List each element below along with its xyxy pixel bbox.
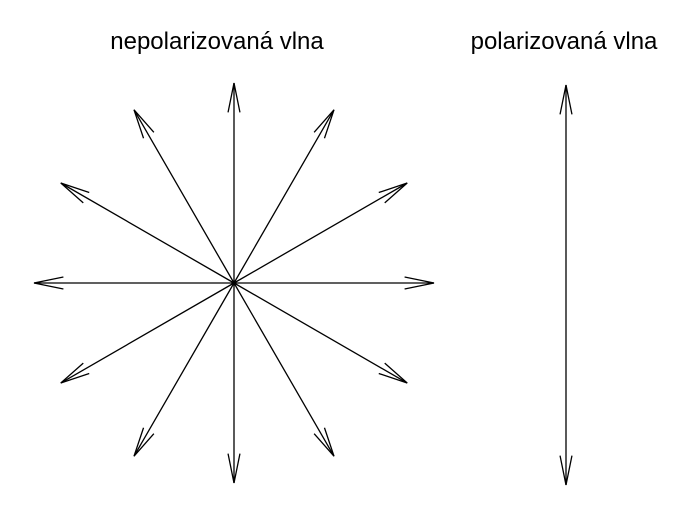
arrowhead-icon-300deg — [313, 427, 335, 457]
polarized-wave-label: polarizovaná vlna — [470, 28, 658, 55]
arrowhead-icon-120deg — [133, 109, 155, 139]
arrow-shaft-30deg — [233, 182, 408, 284]
arrowhead-icon-150deg — [60, 182, 90, 204]
arrow-shaft-60deg — [233, 109, 335, 284]
arrowhead-icon-180deg — [33, 276, 64, 290]
arrowhead-icon-60deg — [313, 109, 335, 139]
arrow-shaft-120deg — [133, 109, 235, 284]
arrowhead-icon-210deg — [60, 362, 90, 384]
arrow-shaft-300deg — [233, 282, 335, 457]
arrow-shaft-330deg — [233, 282, 408, 384]
arrow-shaft-240deg — [133, 282, 235, 457]
arrowhead-icon-330deg — [378, 362, 408, 384]
unpolarized-wave-label: nepolarizovaná vlna — [110, 28, 324, 55]
polarized-arrowhead-bottom-icon — [559, 455, 573, 486]
polarized-arrowhead-top-icon — [559, 84, 573, 115]
arrow-shaft-150deg — [60, 182, 235, 284]
arrowhead-icon-90deg — [227, 82, 241, 113]
arrowhead-icon-30deg — [378, 182, 408, 204]
arrow-shaft-210deg — [60, 282, 235, 384]
arrowhead-icon-270deg — [227, 453, 241, 484]
arrowhead-icon-0deg — [404, 276, 435, 290]
arrowhead-icon-240deg — [133, 427, 155, 457]
